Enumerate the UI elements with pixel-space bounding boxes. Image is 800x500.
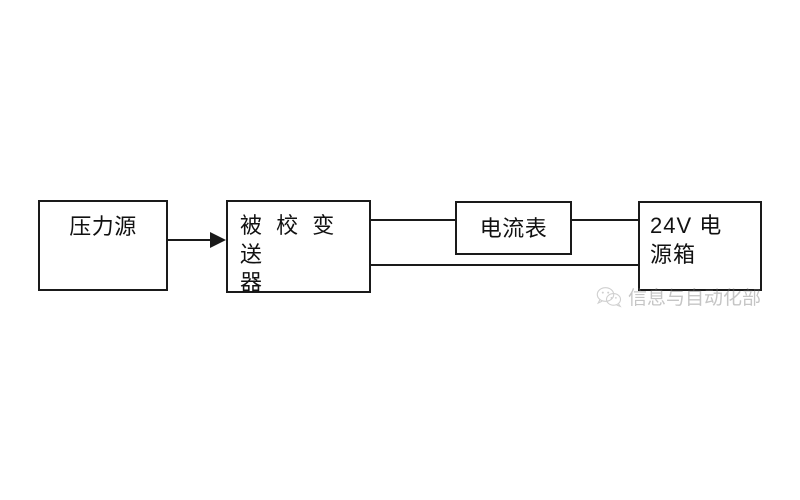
connector-transmitter-to-ammeter	[371, 219, 456, 221]
block-pressure-source: 压力源	[38, 200, 168, 291]
wechat-logo-icon	[596, 286, 622, 308]
block-ammeter: 电流表	[455, 201, 572, 255]
block-transmitter-label: 被 校 变 送 器	[240, 213, 339, 296]
block-power-supply: 24V 电 源箱	[638, 201, 762, 291]
connector-ammeter-to-power-supply	[571, 219, 639, 221]
arrowhead-icon	[210, 232, 226, 248]
block-transmitter: 被 校 变 送 器	[226, 200, 371, 295]
block-pressure-source-label: 压力源	[69, 214, 137, 239]
connector-source-to-transmitter	[168, 239, 214, 241]
block-power-supply-label: 24V 电 源箱	[650, 213, 723, 267]
connector-transmitter-to-power-supply	[371, 264, 639, 266]
block-ammeter-label: 电流表	[479, 216, 548, 241]
